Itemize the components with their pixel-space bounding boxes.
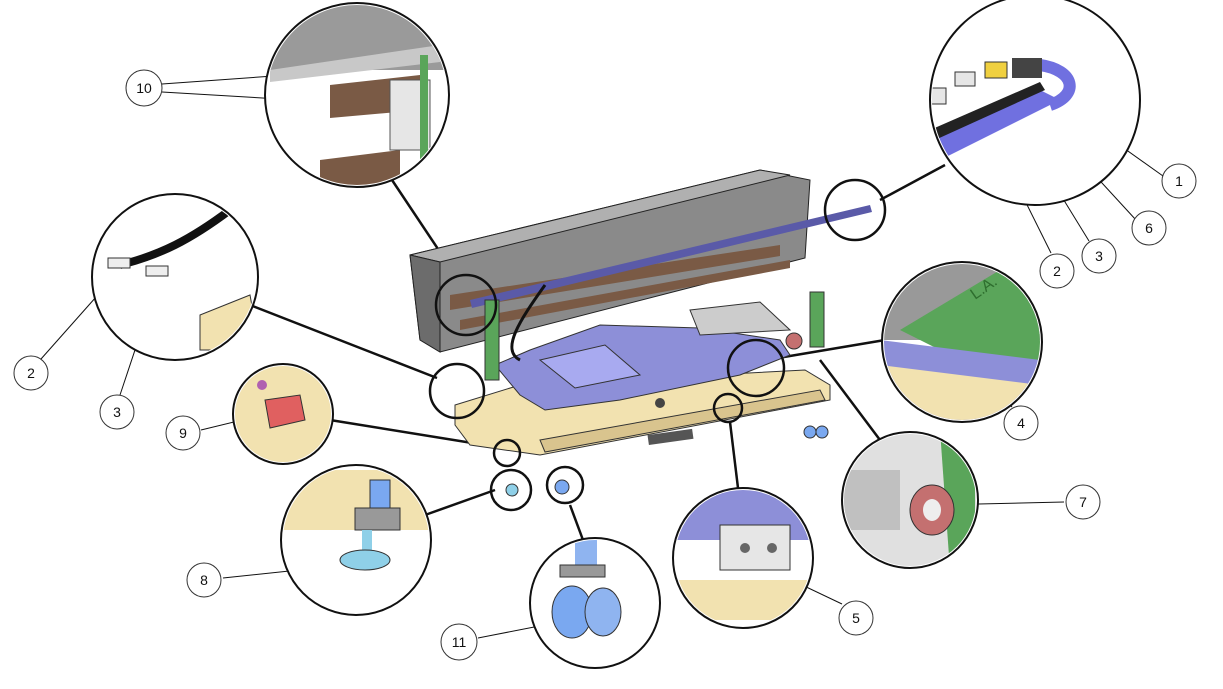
callout-5: 5 <box>838 600 874 636</box>
detail-view-cable-chain <box>929 0 1141 206</box>
detail-view-roller <box>841 431 979 569</box>
callout-10: 10 <box>125 69 163 107</box>
svg-text:2: 2 <box>1053 263 1061 279</box>
cover-front <box>409 254 441 353</box>
svg-text:1: 1 <box>1175 173 1183 189</box>
scissor-arm <box>494 324 791 411</box>
detail-view-sensor-block <box>672 487 814 629</box>
svg-text:7: 7 <box>1079 494 1087 510</box>
svg-text:2: 2 <box>27 365 35 381</box>
detail-view-guide-rails <box>264 2 450 188</box>
tray-plate <box>689 301 792 336</box>
detail-view-switch <box>232 363 334 465</box>
callout-4: 4 <box>1003 405 1039 441</box>
svg-text:4: 4 <box>1017 415 1025 431</box>
callout-2-left: 2 <box>13 355 49 391</box>
detail-view-bracket: L.A. <box>881 261 1043 423</box>
svg-text:6: 6 <box>1145 220 1153 236</box>
callout-1: 1 <box>1161 163 1197 199</box>
handle <box>647 428 694 446</box>
guide-rail <box>450 245 780 310</box>
callout-3-left: 3 <box>99 394 135 430</box>
green-bracket-left <box>484 299 500 381</box>
guide-rail-lower <box>460 260 790 330</box>
detail-view-leveling-foot <box>280 464 432 616</box>
detail-view-caster <box>529 537 661 669</box>
svg-text:5: 5 <box>852 610 860 626</box>
detail-view-connectors <box>91 193 259 361</box>
casters <box>505 332 829 497</box>
svg-text:9: 9 <box>179 425 187 441</box>
callout-6: 6 <box>1131 210 1167 246</box>
callout-7: 7 <box>1065 484 1101 520</box>
callout-3: 3 <box>1081 238 1117 274</box>
svg-text:11: 11 <box>452 634 467 650</box>
callout-8: 8 <box>186 562 222 598</box>
detail-markers <box>428 178 887 512</box>
callout-9: 9 <box>165 415 201 451</box>
top-plate <box>538 344 642 389</box>
svg-text:3: 3 <box>113 404 121 420</box>
svg-text:3: 3 <box>1095 248 1103 264</box>
base-frame-rail <box>539 389 826 453</box>
svg-text:8: 8 <box>200 572 208 588</box>
callout-2: 2 <box>1039 253 1075 289</box>
callout-11: 11 <box>440 623 478 661</box>
svg-text:10: 10 <box>136 80 152 96</box>
cable-chain <box>470 205 872 308</box>
green-bracket-right <box>809 291 825 348</box>
main-assembly <box>409 169 872 497</box>
cable <box>510 284 547 362</box>
pivot-bolt <box>655 398 665 408</box>
